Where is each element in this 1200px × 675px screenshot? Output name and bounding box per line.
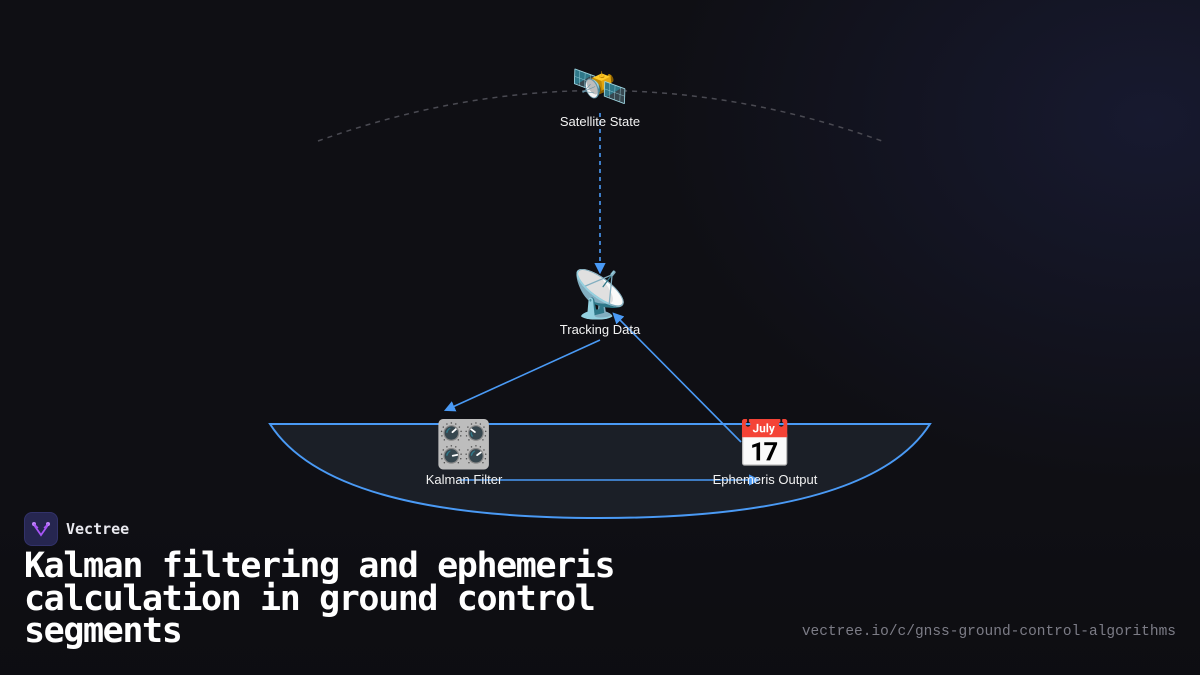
satellite-dish-icon: 📡	[571, 268, 629, 320]
edge-ephemeris-to-tracking	[612, 312, 742, 443]
node-kalman-filter[interactable]: 🎛️ Kalman Filter	[426, 418, 503, 487]
orbit-arc	[317, 89, 883, 142]
brand: Vectree	[24, 512, 129, 546]
node-satellite-state[interactable]: 🛰️ Satellite State	[560, 60, 640, 129]
calendar-icon: 📅	[736, 418, 794, 470]
node-label: Ephemeris Output	[712, 472, 818, 487]
node-tracking-data[interactable]: 📡 Tracking Data	[560, 268, 640, 337]
vectree-logo-icon	[24, 512, 58, 546]
node-label: Kalman Filter	[425, 472, 503, 487]
brand-name: Vectree	[66, 520, 130, 538]
node-label: Tracking Data	[559, 322, 641, 337]
satellite-icon: 🛰️	[571, 60, 629, 112]
node-label: Satellite State	[559, 114, 641, 129]
page-title: Kalman filtering and ephemeris calculati…	[24, 546, 616, 651]
control-knobs-icon: 🎛️	[435, 418, 493, 470]
node-ephemeris-output[interactable]: 📅 Ephemeris Output	[713, 418, 818, 487]
edge-tracking-to-kalman	[443, 339, 601, 412]
ground-segment-bowl	[268, 423, 932, 520]
source-url[interactable]: vectree.io/c/gnss-ground-control-algorit…	[801, 624, 1176, 640]
